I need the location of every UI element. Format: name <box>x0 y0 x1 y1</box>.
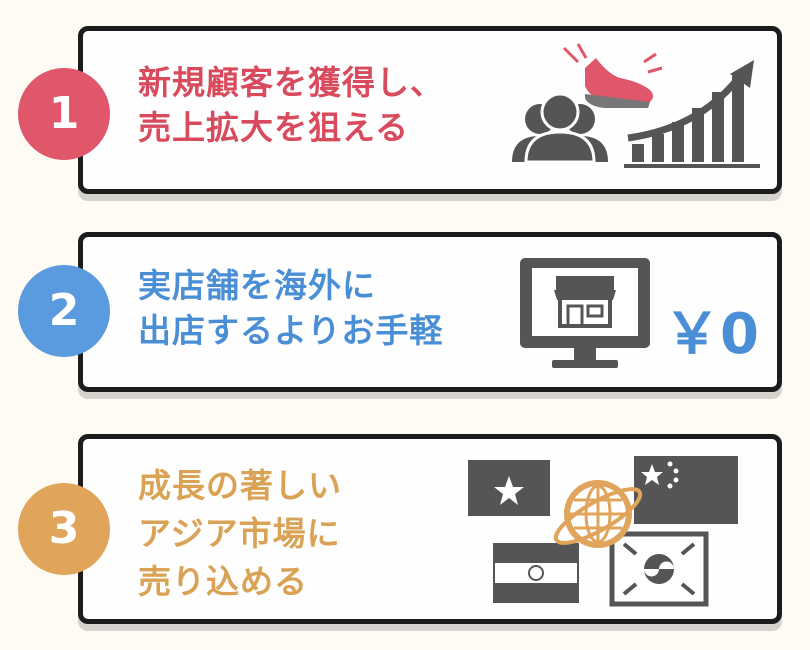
benefit-text-2: 実店舗を海外に 出店するよりお手軽 <box>138 263 443 353</box>
benefit-3-line-3: 売り込める <box>138 562 308 601</box>
benefit-1-line-1: 新規顧客を獲得し、 <box>138 63 444 102</box>
globe-icon <box>553 480 643 548</box>
benefit-2-line-1: 実店舗を海外に <box>138 266 376 305</box>
benefit-1-line-2: 売上拡大を狙える <box>138 108 410 147</box>
benefit-card-2 <box>78 232 782 392</box>
vietnam-flag-icon <box>468 460 550 516</box>
sneaker-icon <box>562 43 663 108</box>
asia-flags-illustration <box>468 456 738 607</box>
benefit-3-line-1: 成長の著しい <box>138 466 342 505</box>
people-icon <box>512 92 608 164</box>
benefit-2-line-2: 出店するよりお手軽 <box>138 311 444 350</box>
china-flag-icon <box>634 456 738 524</box>
growth-illustration <box>512 43 760 168</box>
benefit-text-1: 新規顧客を獲得し、 売上拡大を狙える <box>138 60 444 150</box>
korea-flag-icon <box>609 531 709 607</box>
growth-chart-icon <box>624 60 760 168</box>
zero-cost-label: ￥0 <box>664 302 759 367</box>
india-flag-icon <box>493 543 579 603</box>
number-badge-3: 3 <box>18 483 110 575</box>
benefit-3-line-2: アジア市場に <box>138 514 341 553</box>
monitor-store-icon <box>520 258 650 368</box>
number-badge-2: 2 <box>18 265 110 357</box>
benefit-card-1 <box>78 26 782 194</box>
benefit-text-3: 成長の著しい アジア市場に 売り込める <box>138 462 342 606</box>
number-badge-1: 1 <box>18 68 110 160</box>
